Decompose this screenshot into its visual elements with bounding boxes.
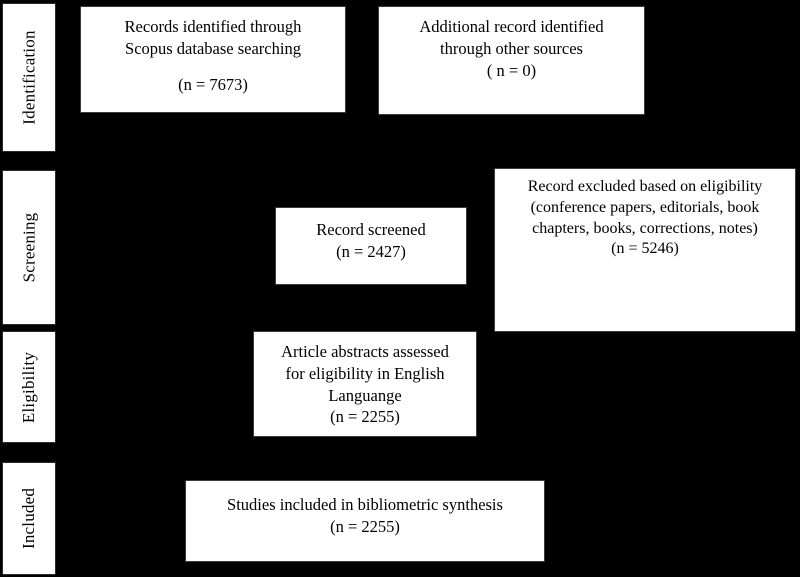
stage-label-identification-text: Identification bbox=[19, 30, 39, 125]
stage-label-eligibility: Eligibility bbox=[2, 331, 56, 443]
box-studies-included-content: Studies included in bibliometric synthes… bbox=[186, 481, 544, 538]
connector-abstracts-to-included bbox=[365, 437, 367, 480]
box-records-identified: Records identified through Scopus databa… bbox=[80, 6, 346, 113]
connector-screened-to-excluded bbox=[467, 244, 494, 246]
box-records-screened-line1: Record screened bbox=[316, 220, 426, 239]
stage-label-eligibility-text: Eligibility bbox=[19, 351, 39, 423]
stage-label-included: Included bbox=[2, 462, 56, 575]
box-records-screened: Record screened (n = 2427) bbox=[275, 207, 467, 285]
box-studies-included-count: (n = 2255) bbox=[330, 516, 400, 536]
box-additional-records-line1: Additional record identified bbox=[419, 17, 604, 36]
connector-records-to-screened bbox=[212, 113, 214, 207]
box-records-identified-count: (n = 7673) bbox=[178, 74, 248, 94]
box-records-identified-content: Records identified through Scopus databa… bbox=[81, 7, 345, 95]
box-records-excluded-line1: Record excluded based on eligibility bbox=[527, 178, 763, 195]
box-records-excluded: Record excluded based on eligibility (co… bbox=[494, 168, 796, 332]
stage-label-identification: Identification bbox=[2, 3, 56, 152]
stage-label-screening: Screening bbox=[2, 170, 56, 325]
box-additional-records: Additional record identified through oth… bbox=[378, 6, 645, 115]
box-records-excluded-content: Record excluded based on eligibility (co… bbox=[495, 169, 795, 260]
box-abstracts-assessed-line1: Article abstracts assessed bbox=[281, 342, 449, 361]
box-records-excluded-count: (n = 5246) bbox=[611, 240, 679, 258]
box-abstracts-assessed-line2: for eligibility in English bbox=[285, 363, 445, 383]
box-abstracts-assessed-line3: Languange bbox=[328, 385, 402, 405]
box-abstracts-assessed-count: (n = 2255) bbox=[330, 407, 400, 427]
box-additional-records-content: Additional record identified through oth… bbox=[379, 7, 644, 81]
box-additional-records-count: ( n = 0) bbox=[486, 60, 537, 80]
connector-additional-to-screened bbox=[510, 115, 512, 168]
stage-label-included-text: Included bbox=[19, 487, 39, 550]
box-records-identified-line2: Scopus database searching bbox=[125, 38, 301, 58]
box-abstracts-assessed: Article abstracts assessed for eligibili… bbox=[253, 331, 477, 437]
box-records-screened-content: Record screened (n = 2427) bbox=[276, 208, 466, 263]
box-studies-included-line1: Studies included in bibliometric synthes… bbox=[227, 495, 503, 514]
stage-label-screening-text: Screening bbox=[19, 212, 39, 283]
connector-screened-to-abstracts bbox=[370, 285, 372, 331]
box-abstracts-assessed-content: Article abstracts assessed for eligibili… bbox=[254, 332, 476, 428]
box-records-screened-count: (n = 2427) bbox=[336, 241, 406, 261]
box-records-excluded-line3: chapters, books, corrections, notes) bbox=[532, 219, 758, 237]
box-records-excluded-line2: (conference papers, editorials, book bbox=[530, 198, 760, 216]
box-additional-records-line2: through other sources bbox=[440, 38, 583, 58]
box-records-identified-line1: Records identified through bbox=[124, 17, 302, 36]
box-studies-included: Studies included in bibliometric synthes… bbox=[185, 480, 545, 562]
